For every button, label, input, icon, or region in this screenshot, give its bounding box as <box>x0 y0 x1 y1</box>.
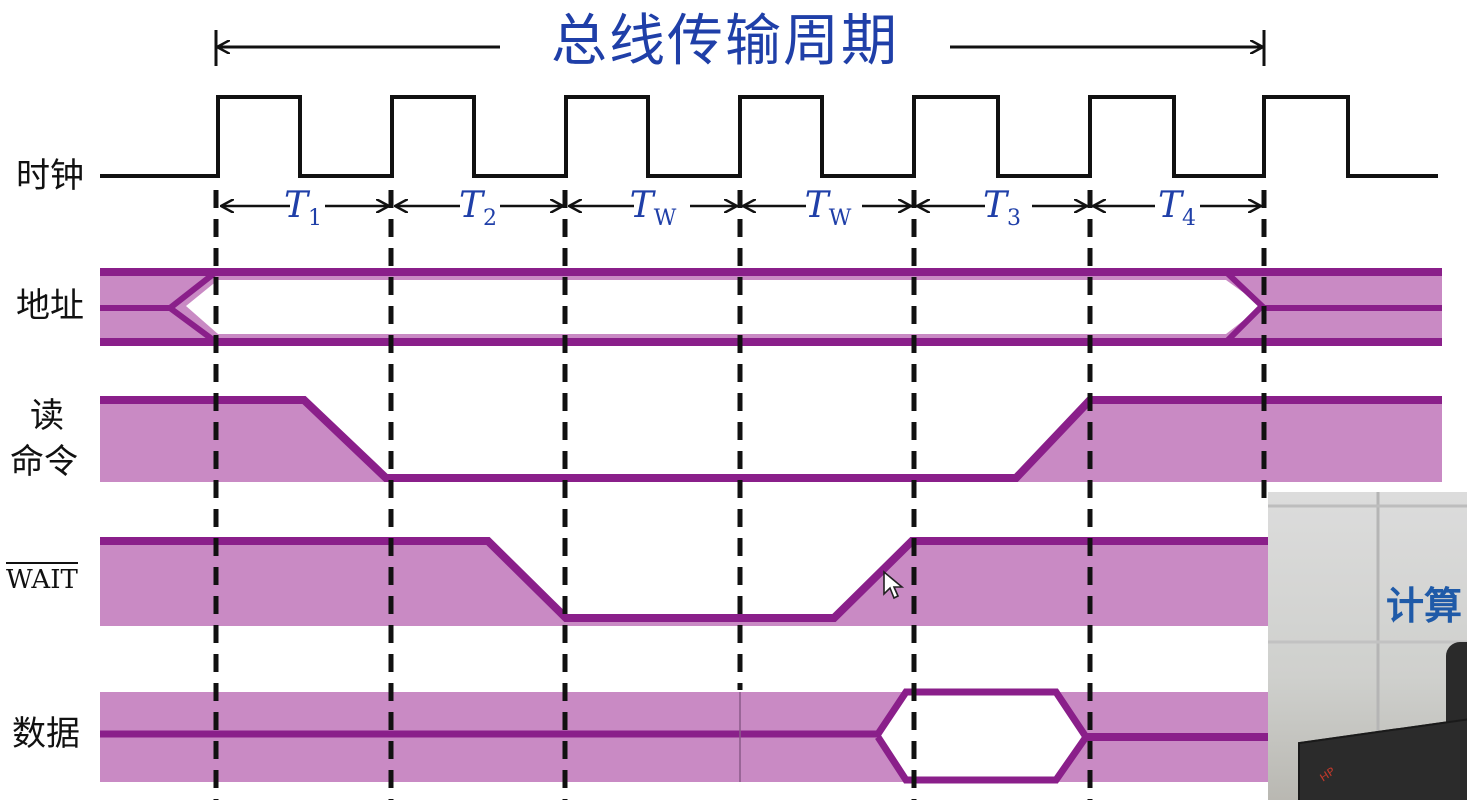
period-letter: T <box>1157 185 1182 226</box>
period-subscript: 4 <box>1182 206 1196 231</box>
period-label: T4 <box>1117 186 1237 239</box>
diagram-title: 总线传输周期 <box>551 9 899 74</box>
period-subscript: 1 <box>308 206 322 231</box>
period-letter: T <box>982 185 1007 226</box>
period-subscript: W <box>828 206 852 231</box>
period-letter: T <box>629 185 654 226</box>
wait-waveform <box>100 537 1268 626</box>
mouse-cursor-icon <box>883 570 904 600</box>
webcam-inset: 计算 HP <box>1268 492 1467 800</box>
period-subscript: W <box>653 206 677 231</box>
period-label: TW <box>593 186 713 239</box>
period-subscript: 3 <box>1007 206 1021 231</box>
wait-label: WAIT <box>6 562 78 595</box>
webcam-sign-text: 计算 <box>1386 584 1463 628</box>
period-label: T2 <box>418 186 538 239</box>
bus-cycle-arrows <box>214 30 1266 66</box>
address-waveform <box>100 268 1442 346</box>
read-command-label-line1: 读 <box>30 396 64 436</box>
clock-waveform <box>100 95 1438 178</box>
period-letter: T <box>283 185 308 226</box>
data-label: 数据 <box>12 714 80 754</box>
read-command-label-line2: 命令 <box>10 442 78 482</box>
period-label: T1 <box>243 186 363 239</box>
clock-label: 时钟 <box>16 156 84 196</box>
period-dividers <box>213 190 1267 800</box>
period-letter: T <box>458 185 483 226</box>
period-subscript: 2 <box>483 206 497 231</box>
period-letter: T <box>804 185 829 226</box>
laptop-logo: HP <box>1317 764 1338 785</box>
address-label: 地址 <box>16 286 84 326</box>
data-waveform <box>100 688 1268 784</box>
period-label: T3 <box>942 186 1062 239</box>
period-label: TW <box>768 186 888 239</box>
read-command-waveform <box>100 396 1442 482</box>
